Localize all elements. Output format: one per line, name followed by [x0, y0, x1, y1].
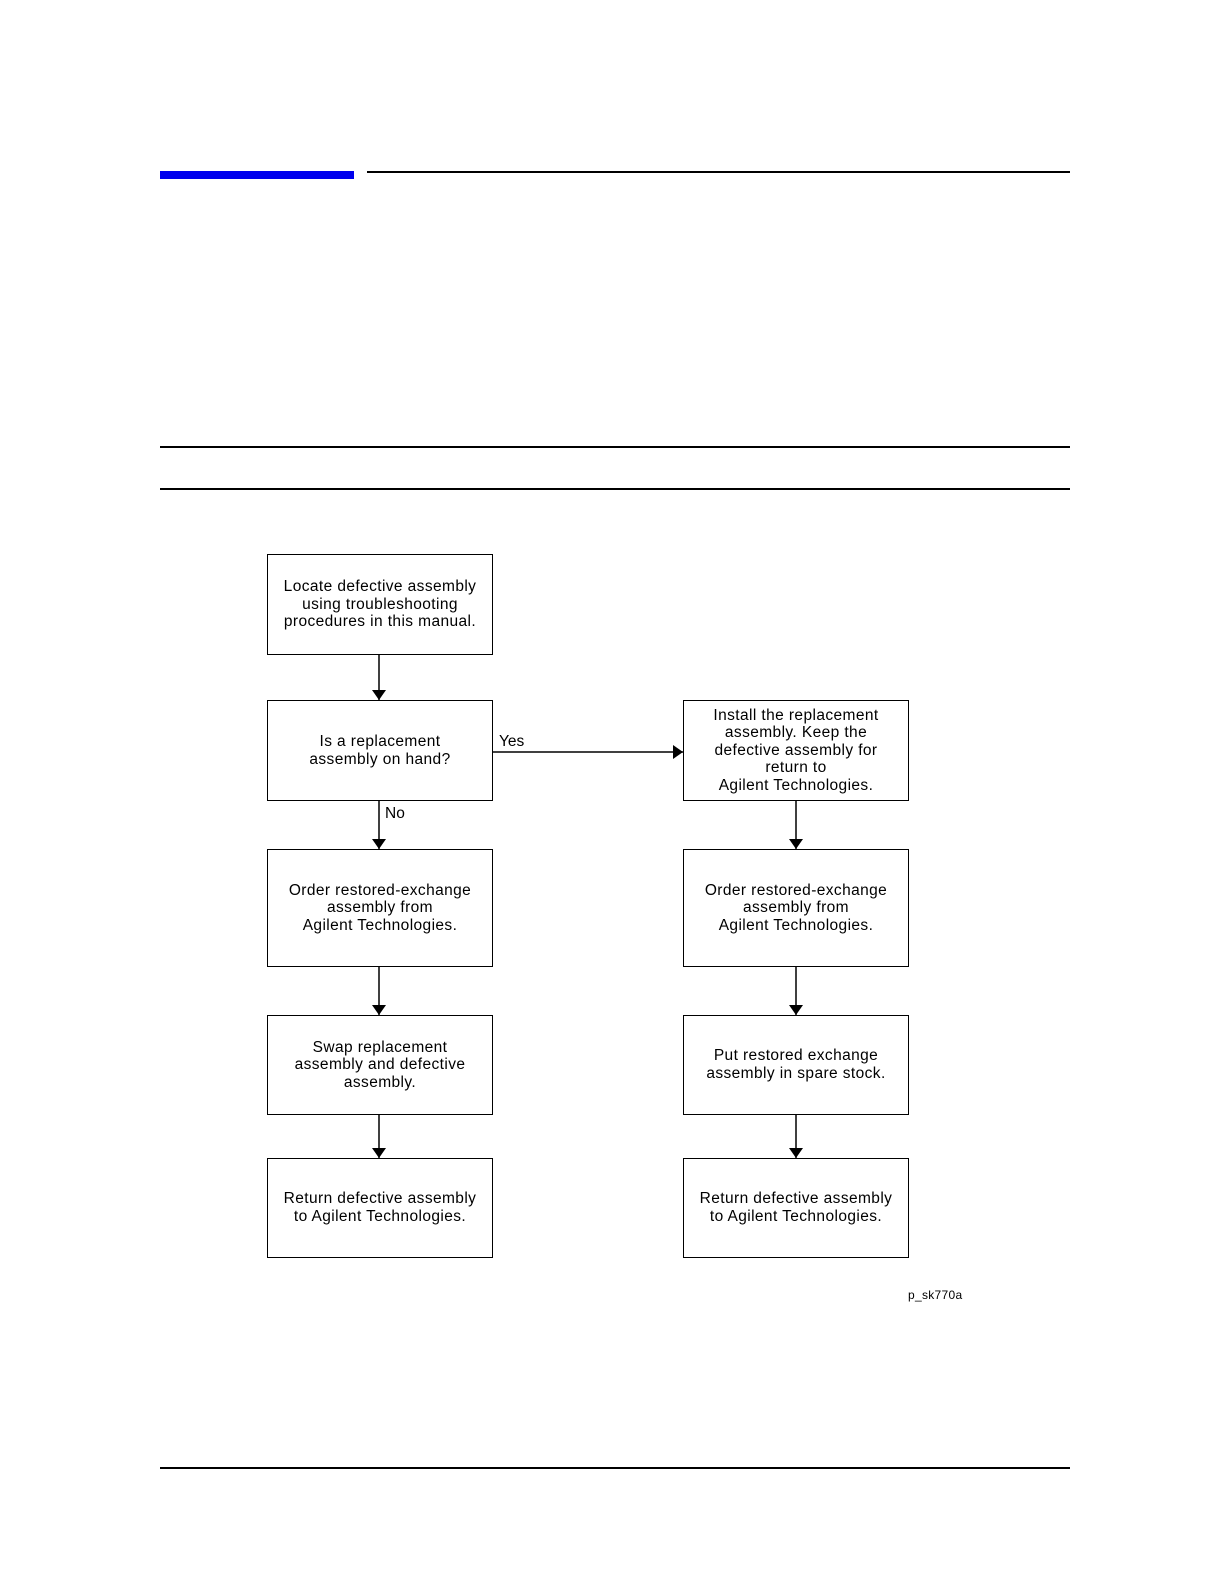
- node-decision-replacement-on-hand: Is a replacement assembly on hand?: [267, 700, 493, 801]
- node-locate-defective-assembly: Locate defective assembly using troubles…: [267, 554, 493, 655]
- node-text: Locate defective assembly using troubles…: [283, 578, 477, 631]
- node-text: Install the replacement assembly. Keep t…: [713, 706, 879, 794]
- node-install-replacement: Install the replacement assembly. Keep t…: [683, 700, 909, 801]
- node-return-defective-left: Return defective assembly to Agilent Tec…: [267, 1158, 493, 1258]
- edge-label-yes: Yes: [499, 733, 525, 750]
- node-text: Is a replacement assembly on hand?: [309, 732, 451, 768]
- header-rule: [367, 171, 1070, 173]
- node-return-defective-right: Return defective assembly to Agilent Tec…: [683, 1158, 909, 1258]
- node-put-in-spare-stock: Put restored exchange assembly in spare …: [683, 1015, 909, 1115]
- section-accent-bar: [160, 171, 354, 179]
- figure-id: p_sk770a: [908, 1288, 963, 1302]
- node-text: Swap replacement assembly and defective …: [294, 1038, 466, 1091]
- node-text: Return defective assembly to Agilent Tec…: [283, 1190, 477, 1225]
- node-order-restored-exchange-right: Order restored-exchange assembly from Ag…: [683, 849, 909, 967]
- table-rule-bottom: [160, 488, 1070, 490]
- table-rule-top: [160, 446, 1070, 448]
- footer-rule: [160, 1467, 1070, 1469]
- node-text: Put restored exchange assembly in spare …: [706, 1047, 886, 1082]
- node-text: Order restored-exchange assembly from Ag…: [704, 881, 888, 934]
- node-text: Return defective assembly to Agilent Tec…: [699, 1190, 893, 1225]
- node-text: Order restored-exchange assembly from Ag…: [288, 881, 472, 934]
- node-order-restored-exchange-left: Order restored-exchange assembly from Ag…: [267, 849, 493, 967]
- node-swap-assemblies: Swap replacement assembly and defective …: [267, 1015, 493, 1115]
- edge-label-no: No: [385, 805, 405, 822]
